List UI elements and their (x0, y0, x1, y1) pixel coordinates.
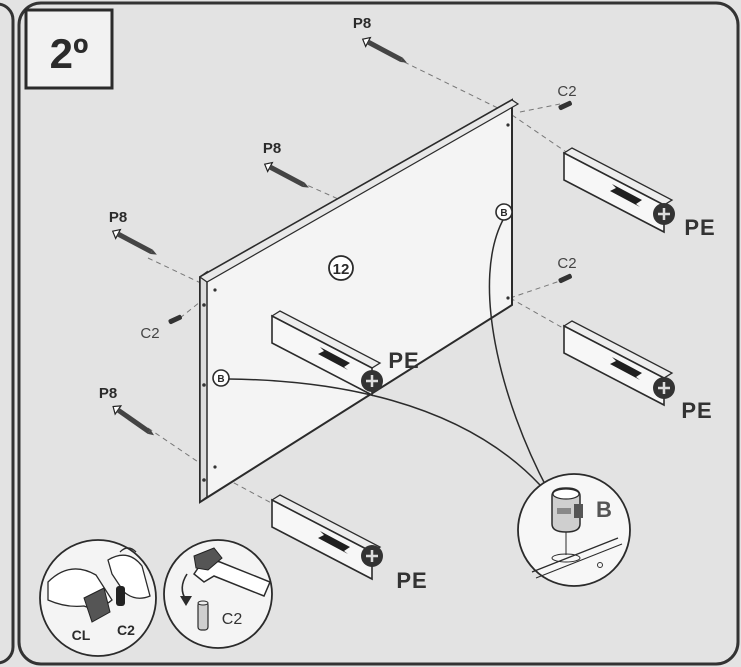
dowel-c2-left: C2 (140, 314, 182, 342)
dowel-label: C2 (222, 611, 243, 628)
screw-icon (263, 161, 309, 188)
dowel-label: C2 (117, 622, 135, 638)
connector-marker (495, 203, 513, 221)
panel-number: 12 (333, 261, 350, 278)
leg-pe-middle-right: PE (562, 320, 712, 423)
hammer-icon (192, 547, 271, 597)
connector-b-left: B (212, 369, 541, 486)
previous-step-frame (0, 2, 15, 665)
screw-icon (112, 405, 155, 436)
screw-label: P8 (109, 209, 127, 226)
callout-label: B (596, 497, 612, 522)
cam-lock-callout: B (517, 473, 631, 587)
leg-icon (270, 494, 383, 581)
hammer-detail: C2 (163, 539, 273, 649)
screw-icon (111, 228, 157, 255)
dowel-label: C2 (140, 325, 159, 342)
screw-icon (361, 36, 407, 63)
screw-p8-bottom: P8 (99, 385, 155, 436)
step-frame (17, 1, 740, 666)
screw-p8-left: P8 (109, 209, 157, 255)
glue-label: CL (72, 627, 91, 643)
leg-label: PE (396, 568, 427, 593)
leg-pe-top-right: PE (562, 147, 715, 240)
dowel-label: C2 (557, 255, 576, 272)
connector-b-right: B (488, 203, 549, 491)
leg-icon (562, 320, 675, 407)
dowel-icon (197, 600, 209, 631)
dowel-icon (168, 314, 182, 325)
step-number-box (24, 8, 114, 90)
screw-label: P8 (353, 15, 371, 32)
leg-pe-center: PE (270, 310, 419, 397)
connector-label: B (217, 374, 224, 385)
leg-pe-bottom: PE (270, 494, 427, 593)
dowel-icon (558, 100, 572, 111)
leg-label: PE (684, 215, 715, 240)
dowel-label: C2 (557, 83, 576, 100)
screw-label: P8 (99, 385, 117, 402)
connector-marker (212, 369, 230, 387)
step-number: 2º (50, 30, 89, 77)
dowel-c2-middle-right: C2 (557, 255, 577, 284)
leg-icon (270, 310, 383, 397)
panel-12: 12 (198, 98, 520, 504)
glue-detail: CL C2 (39, 539, 157, 657)
dowel-c2-top-right: C2 (557, 83, 577, 111)
screw-label: P8 (263, 140, 281, 157)
screw-p8-middle: P8 (263, 140, 309, 188)
leg-label: PE (388, 348, 419, 373)
leg-label: PE (681, 398, 712, 423)
panel-number-badge (328, 255, 354, 281)
cam-lock-icon (551, 487, 583, 533)
leg-icon (562, 147, 675, 234)
screw-p8-top: P8 (353, 15, 407, 63)
connector-label: B (500, 208, 507, 219)
dowel-icon (558, 273, 572, 284)
